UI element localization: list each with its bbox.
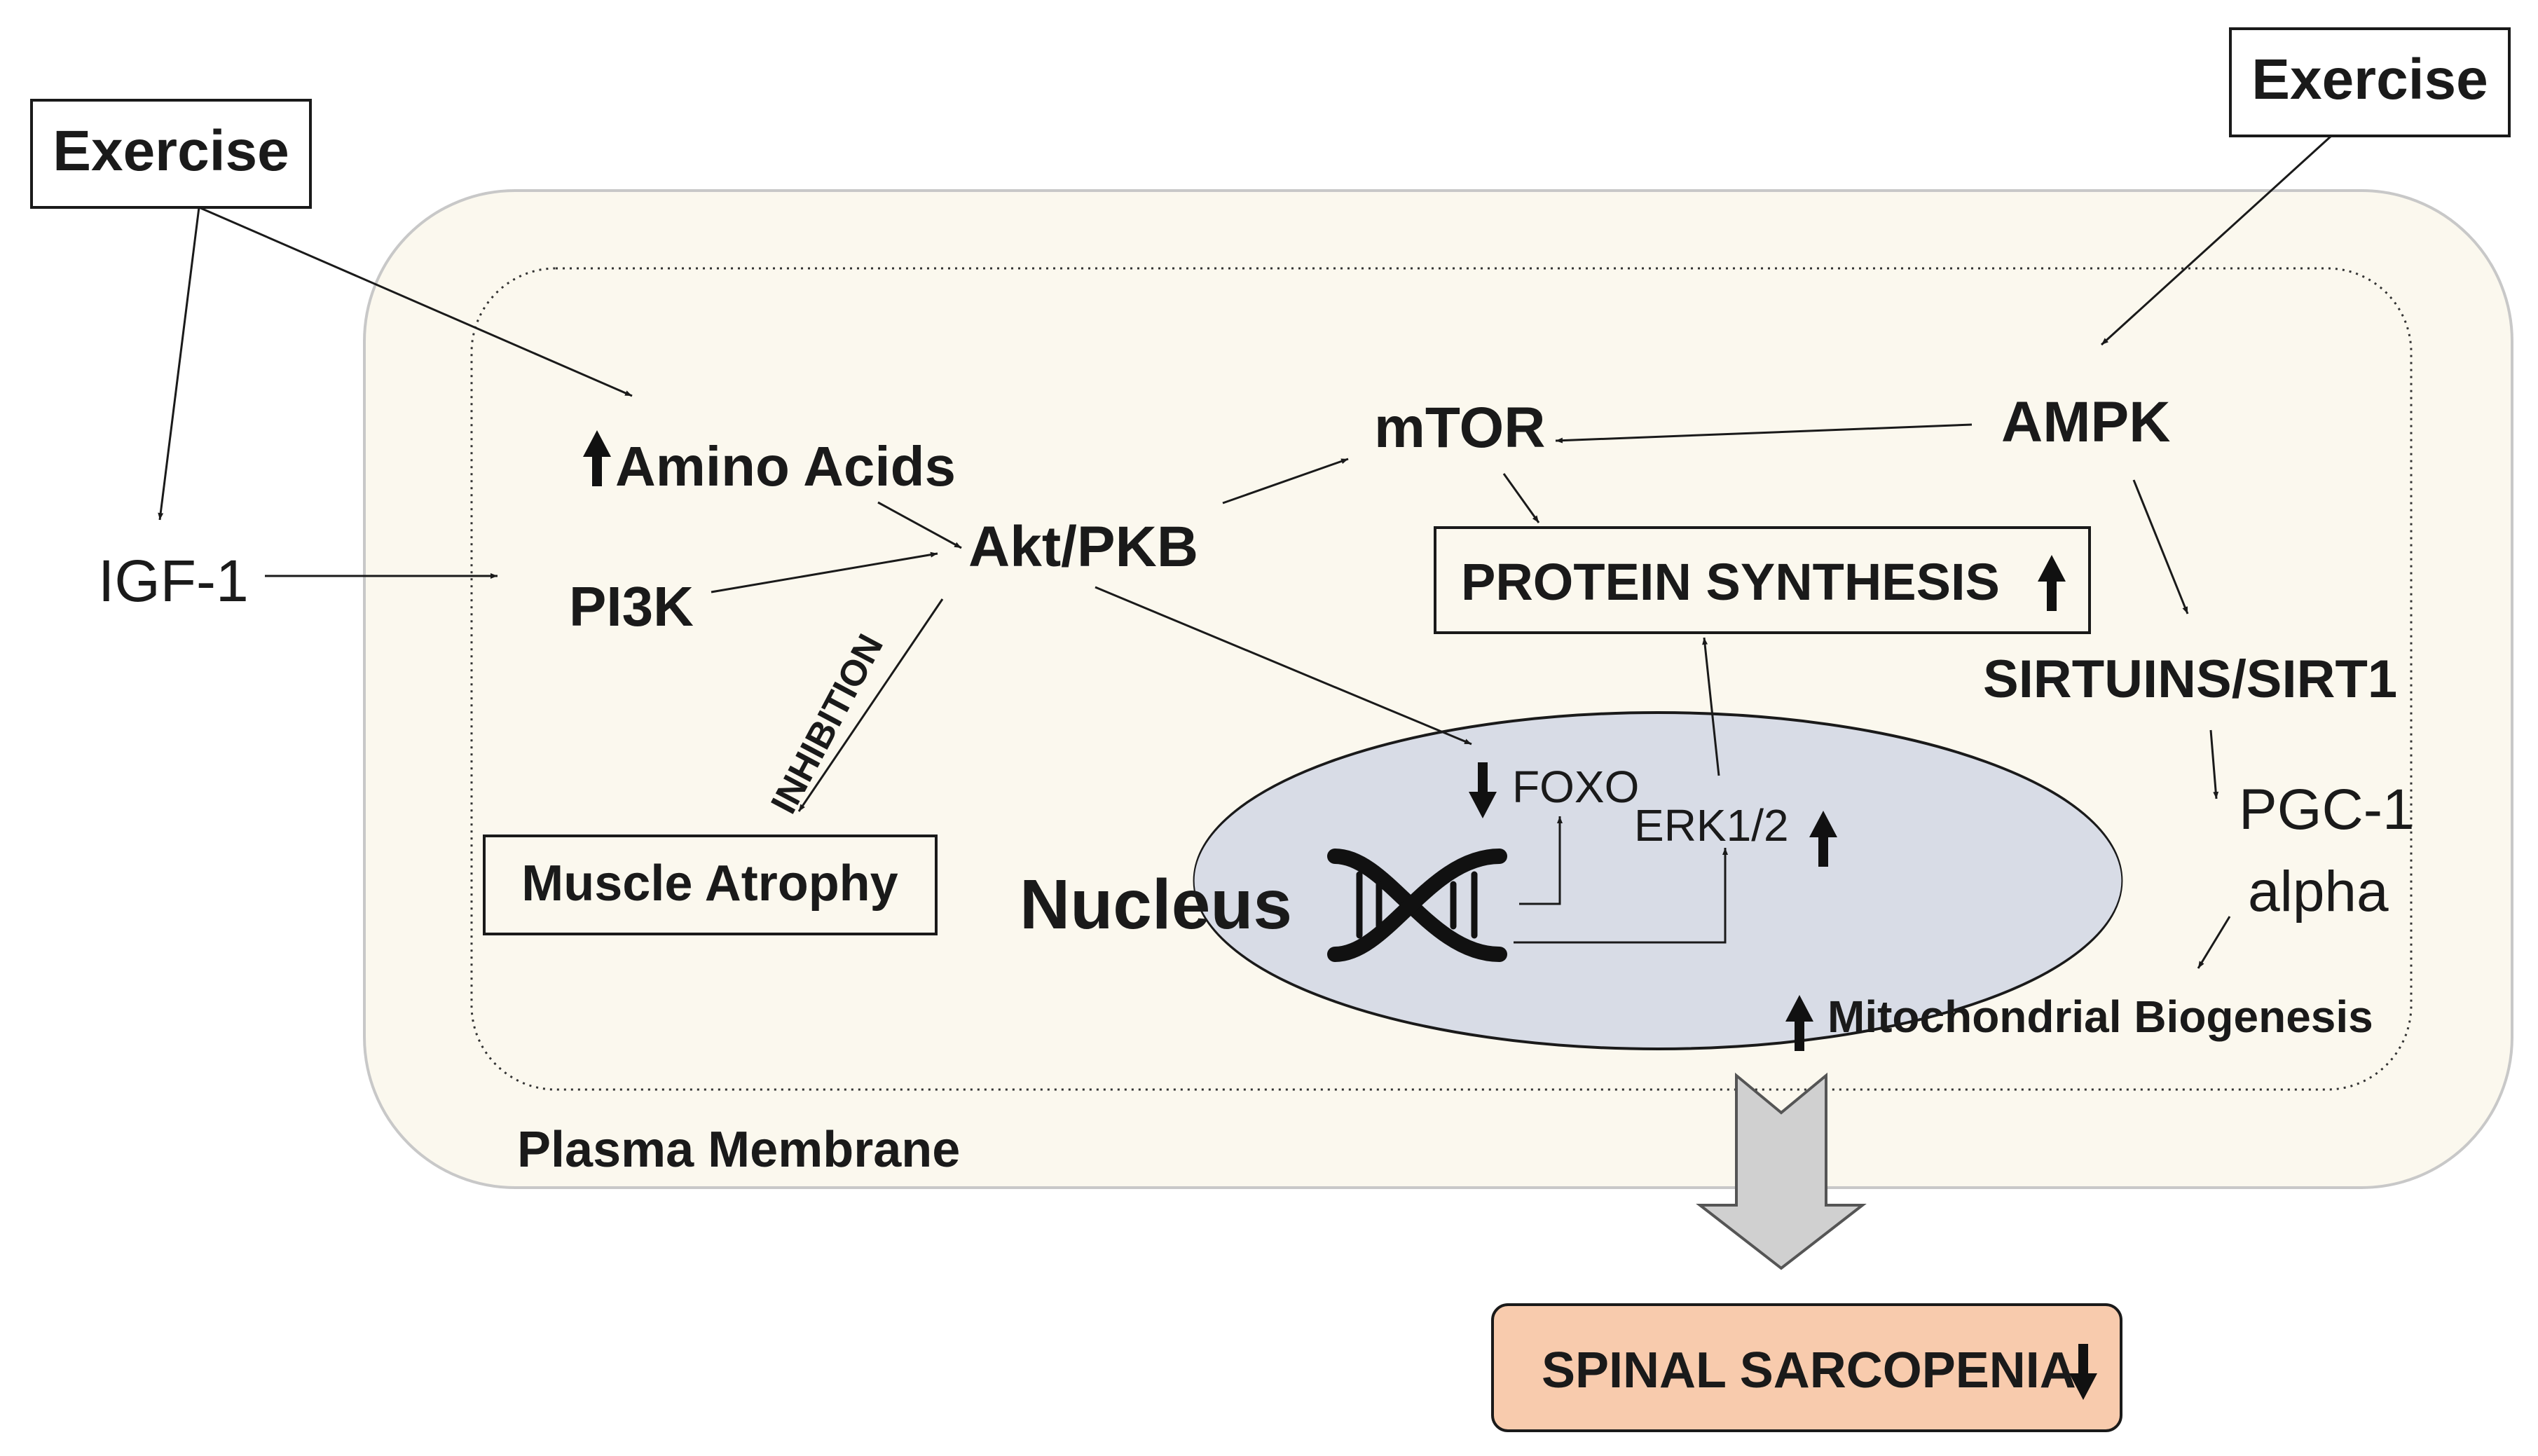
spinal-sarcopenia-box [1491, 1303, 2122, 1432]
arrow-dna-to-foxo [1519, 816, 1563, 905]
foxo-label: FOXO [1512, 762, 1639, 812]
arrow-akt-to-foxo [1095, 586, 1472, 746]
igf1-label: IGF-1 [98, 548, 249, 614]
arrow-exercise-to-igf1 [158, 207, 200, 521]
mito-biogenesis-label: Mitochondrial Biogenesis [1827, 991, 2373, 1042]
arrow-sirtuins-to-pgc1 [2209, 729, 2219, 799]
akt-pkb-label: Akt/PKB [968, 515, 1198, 579]
nucleus-ellipse [1193, 711, 2123, 1050]
exercise-right-label: Exercise [2251, 48, 2488, 111]
spinal-sarcopenia-label: SPINAL SARCOPENIA [1542, 1342, 2076, 1399]
arrow-pi3k-to-akt [711, 551, 938, 593]
nucleus-label: Nucleus [1020, 865, 1292, 944]
sirtuins-label: SIRTUINS/SIRT1 [1983, 650, 2397, 709]
amino-acids-label: Amino Acids [615, 435, 956, 497]
big-down-arrow-icon [1696, 1072, 1867, 1270]
muscle-atrophy-box [483, 835, 938, 935]
exercise-left-box [30, 99, 312, 209]
ampk-label: AMPK [2001, 390, 2170, 454]
pgc1-label-line1: PGC-1 [2239, 778, 2415, 842]
exercise-left-label: Exercise [53, 119, 289, 183]
arrow-dna-to-erk [1514, 848, 1728, 944]
pathway-arrows [158, 135, 2333, 969]
arrow-mtor-to-protein-synthesis [1502, 473, 1540, 523]
arrow-akt-to-mtor [1222, 458, 1349, 504]
arrow-exercise-to-amino-acids [198, 206, 633, 397]
arrow-ampk-to-mtor [1555, 423, 1973, 444]
protein-synthesis-box [1434, 526, 2091, 634]
muscle-atrophy-label: Muscle Atrophy [521, 856, 898, 912]
arrow-exercise-to-ampk [2100, 135, 2333, 346]
arrow-erk-to-protein-synthesis [1702, 637, 1720, 776]
arrow-akt-to-atrophy [797, 598, 944, 812]
protein-synthesis-label: PROTEIN SYNTHESIS [1461, 553, 2000, 611]
arrow-pgc1-to-mito [2197, 916, 2231, 969]
pi3k-label: PI3K [569, 575, 694, 638]
erk-label: ERK1/2 [1634, 800, 1789, 851]
pgc1-label-line2: alpha [2248, 860, 2389, 923]
plasma-membrane-label: Plasma Membrane [517, 1122, 960, 1178]
arrow-ampk-to-sirtuins [2132, 479, 2189, 614]
exercise-right-box [2229, 27, 2511, 137]
cytoplasm-boundary [470, 267, 2413, 1091]
dna-icon [1327, 849, 1507, 962]
mtor-label: mTOR [1374, 396, 1546, 460]
arrow-amino-acids-to-akt [877, 501, 962, 549]
